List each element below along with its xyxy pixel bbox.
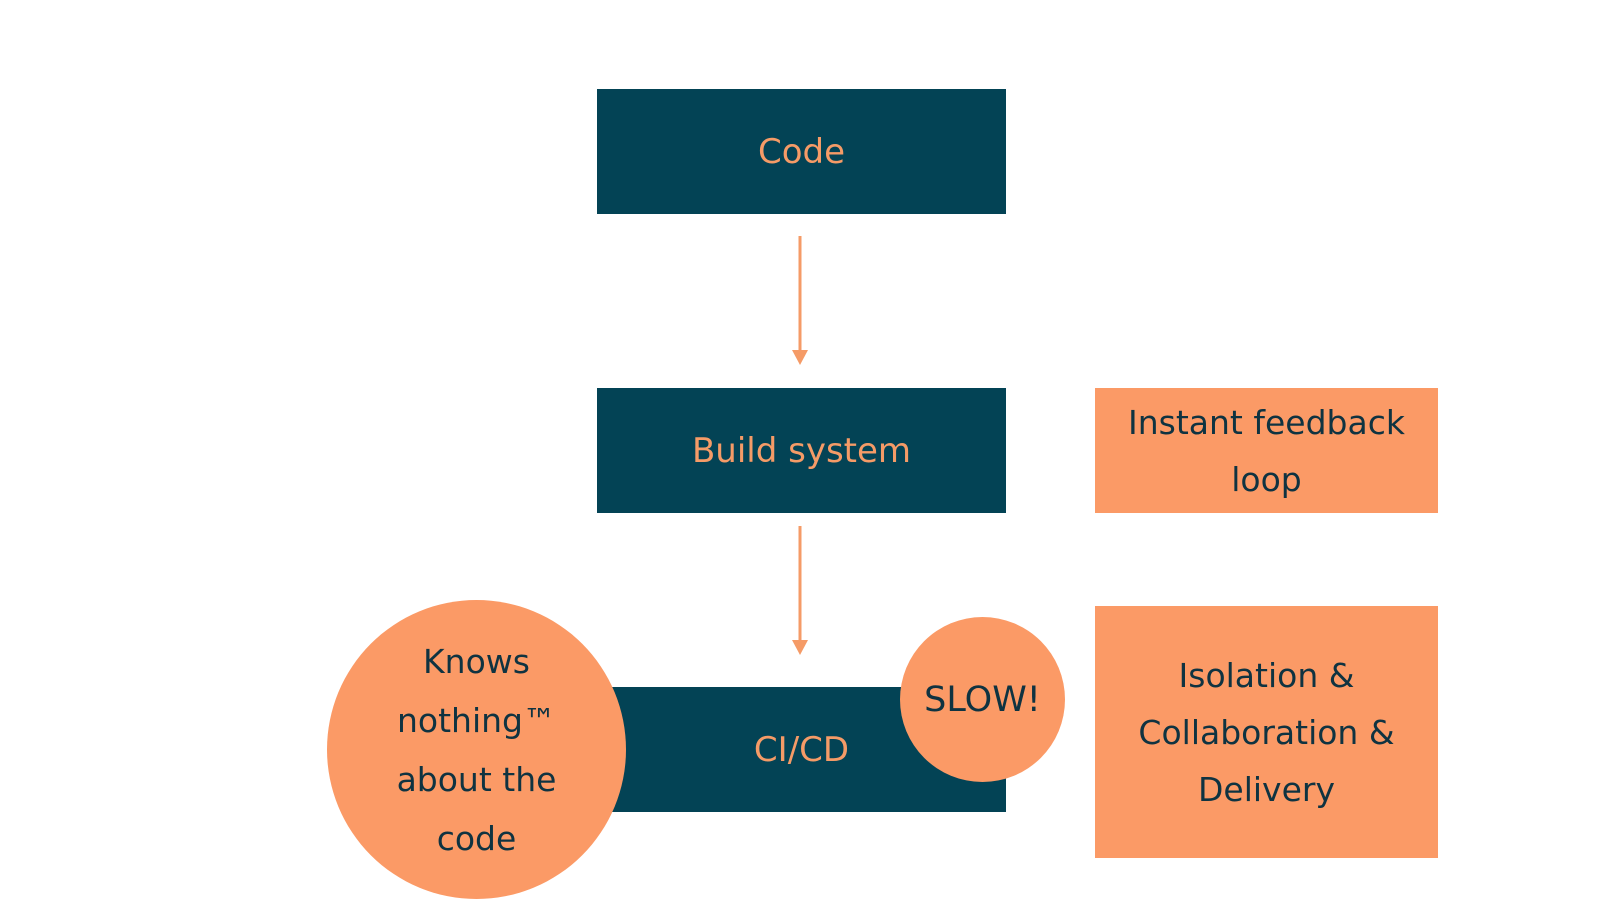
slow-bubble: SLOW!: [900, 617, 1065, 782]
build-system-node-label: Build system: [691, 430, 912, 471]
cicd-node-label: CI/CD: [753, 729, 850, 770]
feedback-line-1: Instant feedback: [1128, 402, 1405, 442]
arrow-build-to-cicd: [792, 526, 808, 655]
feedback-line-2: loop: [1231, 459, 1302, 499]
knows-line-1: Knows: [423, 641, 530, 681]
knows-line-4: code: [436, 818, 517, 858]
slow-label: SLOW!: [924, 679, 1041, 720]
isolation-line-1: Isolation &: [1178, 655, 1355, 695]
arrow-code-to-build: [792, 236, 808, 365]
knows-line-3: about the: [396, 759, 557, 799]
isolation-line-3: Delivery: [1198, 769, 1335, 809]
code-node: Code: [597, 89, 1006, 214]
knows-line-2: nothing™: [397, 700, 556, 740]
build-system-node: Build system: [597, 388, 1006, 513]
isolation-collaboration-delivery-note: Isolation & Collaboration & Delivery: [1095, 606, 1438, 858]
code-node-label: Code: [757, 131, 846, 172]
isolation-line-2: Collaboration &: [1138, 712, 1395, 752]
instant-feedback-note: Instant feedback loop: [1095, 388, 1438, 513]
knows-nothing-bubble: Knows nothing™ about the code: [327, 600, 626, 899]
